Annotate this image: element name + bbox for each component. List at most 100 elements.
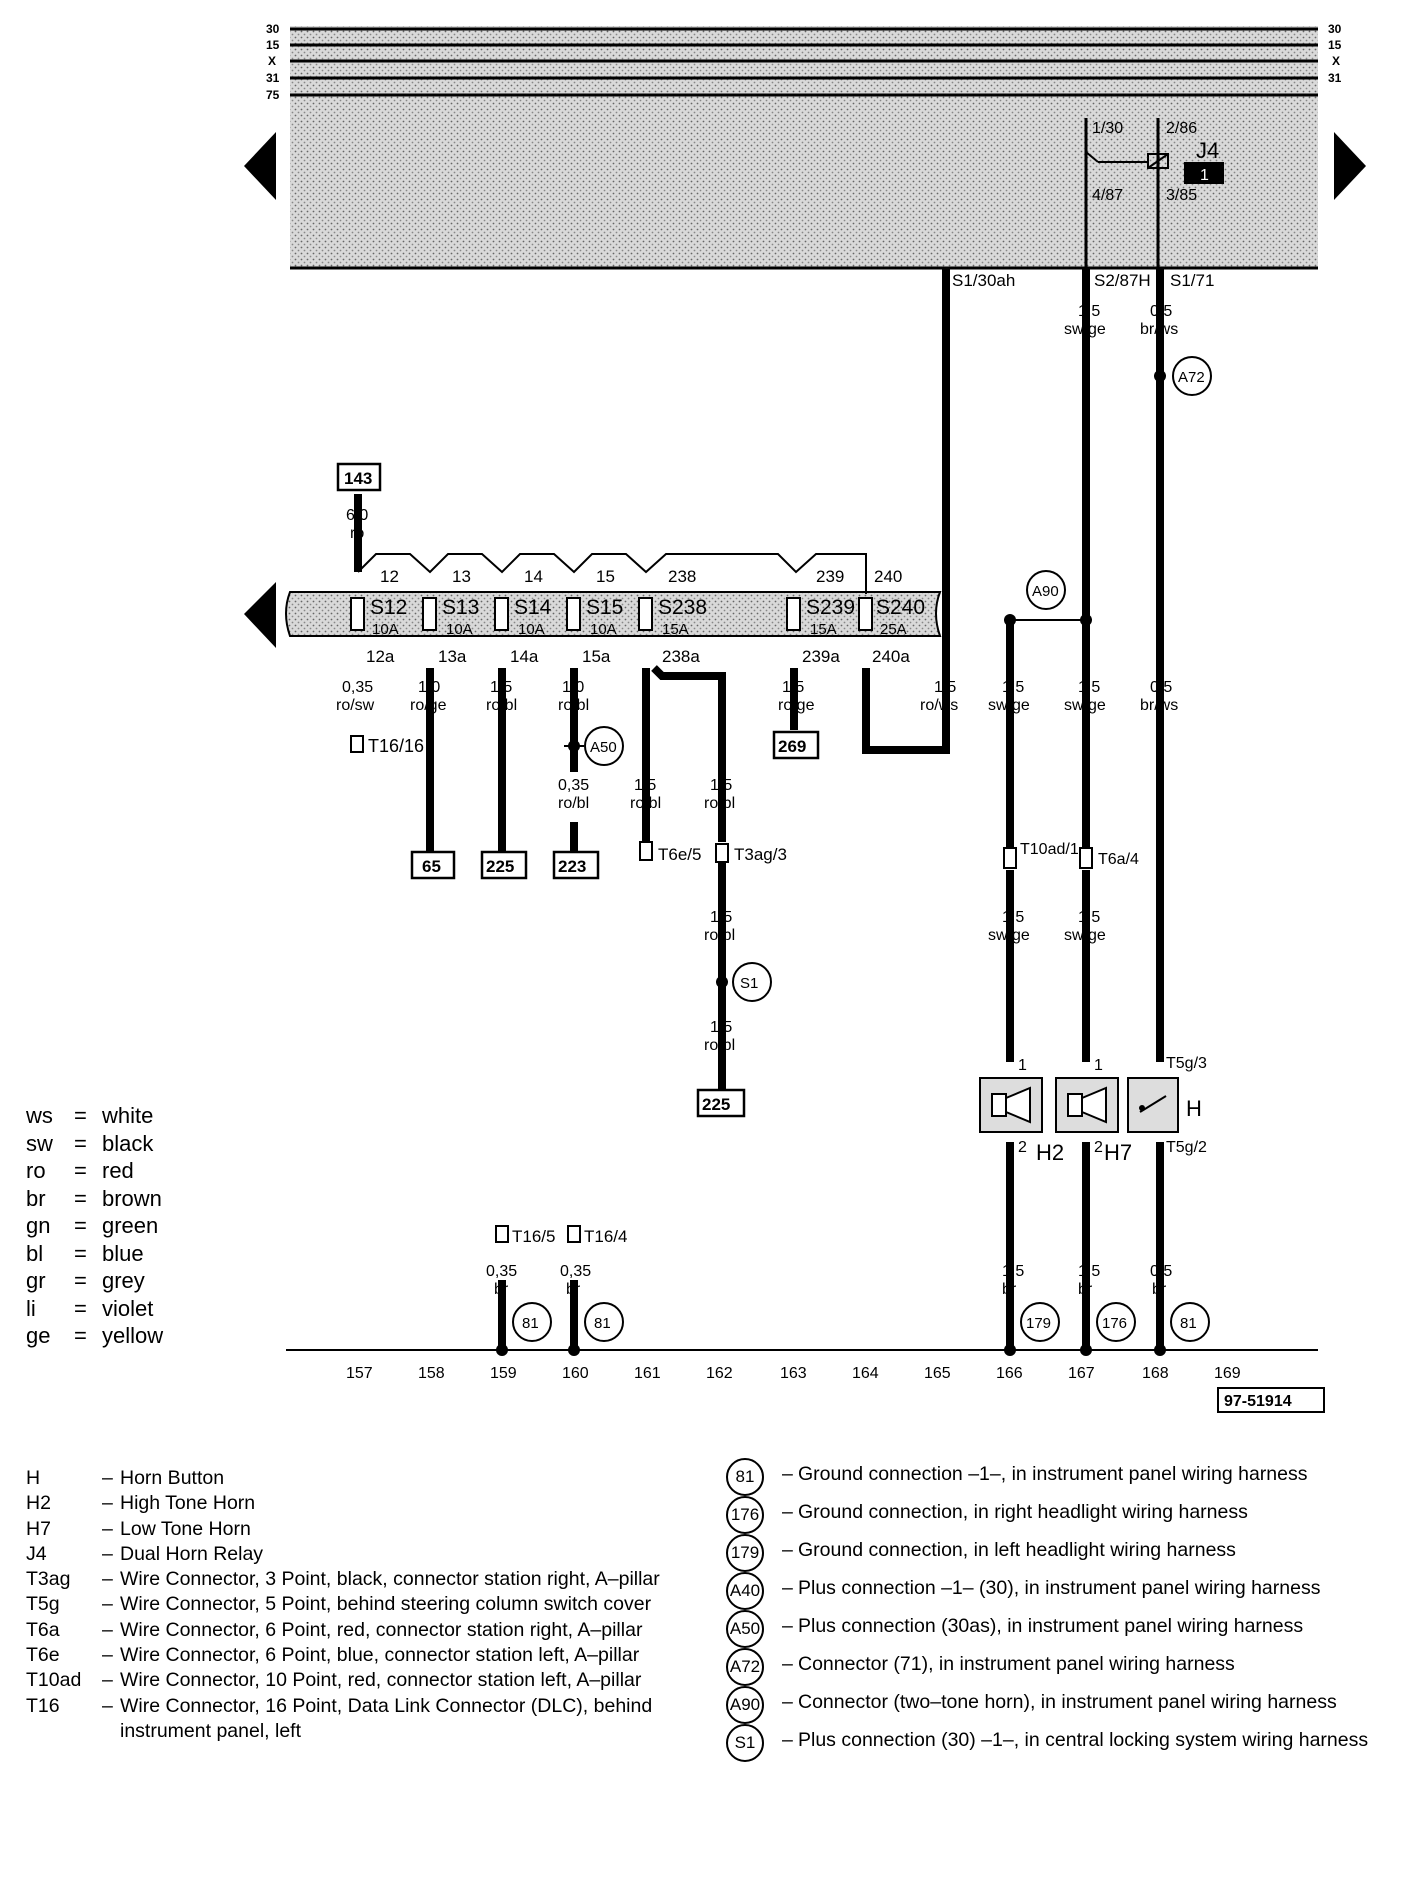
page-prev-arrow[interactable]	[244, 132, 276, 200]
connector-label: T3ag/3	[734, 845, 787, 864]
svg-text:0,35: 0,35	[486, 1263, 517, 1280]
svg-text:br: br	[1152, 1281, 1167, 1298]
fuse-bottom: 239a	[802, 647, 840, 666]
svg-text:81: 81	[594, 1315, 611, 1332]
horn-components: H2 H7 H 1 1 2 2	[979, 1057, 1202, 1165]
svg-text:S1: S1	[740, 975, 758, 992]
svg-text:br: br	[1002, 1281, 1017, 1298]
svg-text:0,5: 0,5	[1150, 1263, 1172, 1280]
svg-text:1,5: 1,5	[1002, 1263, 1024, 1280]
svg-text:164: 164	[852, 1365, 879, 1382]
svg-text:1,5: 1,5	[1078, 909, 1100, 926]
svg-text:ro/ge: ro/ge	[410, 697, 447, 714]
svg-text:S238: S238	[658, 596, 707, 619]
pin-label: 2	[1018, 1139, 1027, 1156]
svg-text:168: 168	[1142, 1365, 1169, 1382]
fuse-bottom: 15a	[582, 647, 611, 666]
svg-text:S13: S13	[442, 596, 479, 619]
circle-refs: A72 A90 A50 S1 81 81 179 176 81	[512, 356, 1212, 1342]
svg-text:S239: S239	[806, 596, 855, 619]
svg-text:1,5: 1,5	[1002, 909, 1024, 926]
svg-text:158: 158	[418, 1365, 445, 1382]
ref-box: 269	[778, 737, 806, 756]
fuse-s12: S12 10A	[350, 596, 407, 638]
svg-text:A72: A72	[1178, 369, 1205, 386]
color-legend-row: ro=red	[26, 1158, 134, 1183]
color-legend: ws=white sw=black ro=red br=brown gn=gre…	[26, 1102, 163, 1350]
component-legend-item: T6e–Wire Connector, 6 Point, blue, conne…	[26, 1644, 640, 1667]
wire-labels: 6,0 ro 0,35 ro/sw 1,0 ro/ge 1,5 ro/bl 1,…	[336, 303, 1178, 1298]
svg-text:1,5: 1,5	[710, 777, 732, 794]
svg-text:ro: ro	[350, 525, 364, 542]
svg-text:6,0: 6,0	[346, 507, 368, 524]
bus-label: X	[1332, 54, 1340, 68]
component-legend-item: T3ag–Wire Connector, 3 Point, black, con…	[26, 1568, 660, 1591]
svg-text:15A: 15A	[810, 621, 837, 638]
connection-legend: 81–Ground connection –1–, in instrument …	[726, 1458, 1386, 1762]
ref-box: 65	[422, 857, 441, 876]
svg-text:br: br	[566, 1281, 581, 1298]
bus-label: X	[268, 54, 276, 68]
svg-text:S14: S14	[514, 596, 552, 619]
pin-label: 2	[1094, 1139, 1103, 1156]
fuse-top: 240	[874, 567, 902, 586]
pin-label: 1	[1094, 1057, 1103, 1074]
color-legend-row: br=brown	[26, 1185, 162, 1211]
svg-text:S2/87H: S2/87H	[1094, 271, 1151, 290]
svg-text:1,5: 1,5	[710, 909, 732, 926]
svg-text:sw/ge: sw/ge	[1064, 321, 1106, 338]
svg-text:A90: A90	[1032, 583, 1059, 600]
svg-text:ro/bl: ro/bl	[704, 927, 735, 944]
fuse-top: 13	[452, 567, 471, 586]
fuse-s240: S240 25A	[858, 596, 925, 638]
page-next-arrow[interactable]	[1334, 132, 1366, 200]
fuse-s13: S13 10A	[422, 596, 479, 638]
pin-label: 1	[1018, 1057, 1027, 1074]
component-legend-item: H2–High Tone Horn	[26, 1492, 256, 1515]
bus-labels-right: 30 15 X 31	[1328, 22, 1342, 85]
svg-text:1,5: 1,5	[710, 1019, 732, 1036]
connection-legend-item: A72–Connector (71), in instrument panel …	[726, 1648, 1386, 1686]
color-legend-row: gr=grey	[26, 1268, 145, 1293]
relay-badge	[1184, 162, 1224, 184]
color-legend-row: sw=black	[26, 1130, 154, 1156]
svg-text:ro/bl: ro/bl	[486, 697, 517, 714]
bus-lines	[290, 27, 1318, 97]
color-legend-row: ge=yellow	[26, 1323, 164, 1348]
connection-legend-item: 81–Ground connection –1–, in instrument …	[726, 1458, 1386, 1496]
svg-text:1,5: 1,5	[934, 679, 956, 696]
svg-text:1,5: 1,5	[1002, 679, 1024, 696]
wires	[286, 268, 1318, 1351]
fuse-top: 15	[596, 567, 615, 586]
bus-label: 31	[1328, 71, 1342, 85]
svg-text:1,5: 1,5	[1078, 679, 1100, 696]
fuse-bottom: 14a	[510, 647, 539, 666]
relay-terminal: 1/30	[1092, 120, 1123, 137]
central-electrics-panel	[290, 26, 1318, 268]
svg-text:sw/ge: sw/ge	[1064, 697, 1106, 714]
connector-label: T5g/3	[1166, 1055, 1207, 1072]
ref-box: 225	[486, 857, 514, 876]
ref-box: 223	[558, 857, 586, 876]
fuse-bottom: 13a	[438, 647, 467, 666]
fuse-s238: S238 15A	[638, 596, 707, 638]
component-legend-item: T10ad–Wire Connector, 10 Point, red, con…	[26, 1669, 642, 1692]
bus-label: 31	[266, 71, 280, 85]
fuse-top: 12	[380, 567, 399, 586]
fuse-carrier-arrow[interactable]	[244, 582, 276, 648]
svg-text:ro/ws: ro/ws	[920, 697, 958, 714]
svg-text:S1/30ah: S1/30ah	[952, 271, 1015, 290]
svg-text:ro/ge: ro/ge	[778, 697, 815, 714]
svg-text:br: br	[1078, 1281, 1093, 1298]
svg-text:81: 81	[1180, 1315, 1197, 1332]
svg-text:ro/bl: ro/bl	[704, 1037, 735, 1054]
relay-terminal: 3/85	[1166, 187, 1197, 204]
svg-text:br/ws: br/ws	[1140, 697, 1178, 714]
connector-label: T6a/4	[1098, 851, 1139, 868]
component-label: H2	[1036, 1140, 1064, 1165]
svg-text:167: 167	[1068, 1365, 1095, 1382]
connection-legend-item: A90–Connector (two–tone horn), in instru…	[726, 1686, 1386, 1724]
bus-labels-left: 30 15 X 31 75	[266, 22, 280, 102]
svg-text:157: 157	[346, 1365, 373, 1382]
